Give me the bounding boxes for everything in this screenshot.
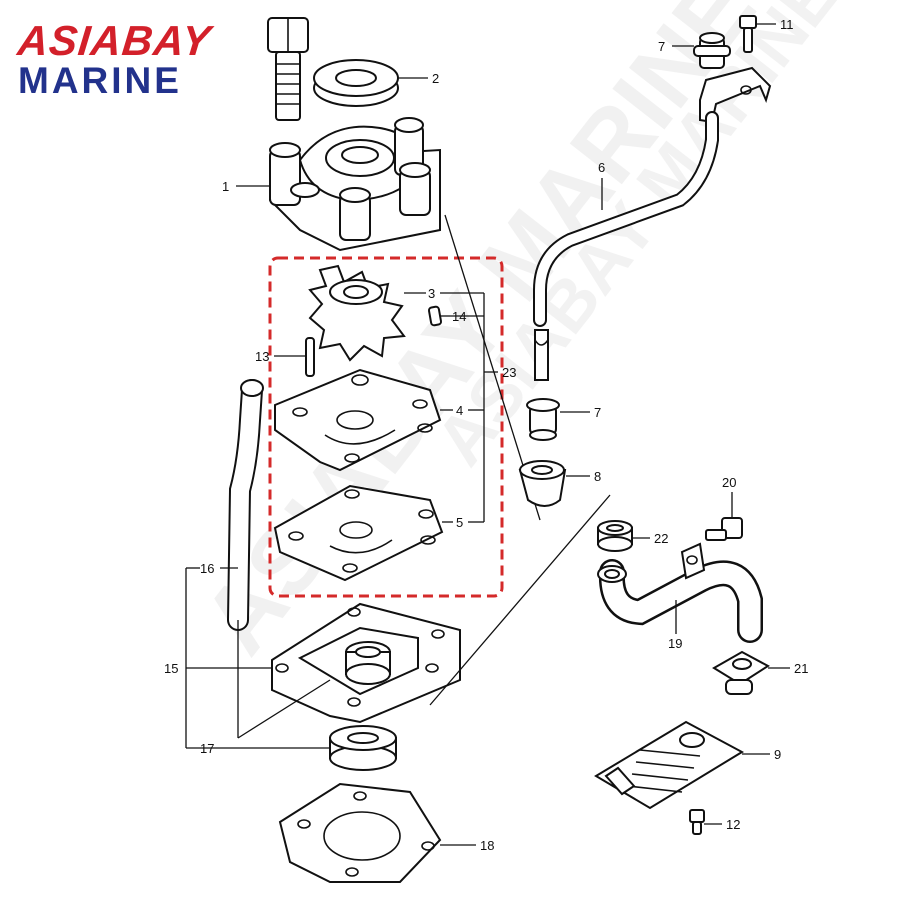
assembly-line-lower-2 [237, 679, 331, 739]
callout-19: 19 [668, 636, 682, 651]
grommet-part-8 [518, 460, 590, 507]
brand-logo-line1: ASIABAY [15, 17, 214, 64]
screw-part-12 [689, 809, 722, 835]
assembly-line-lower [429, 494, 611, 706]
callout-15: 15 [164, 661, 178, 676]
housing-part-15 [186, 602, 461, 724]
brand-logo-line2: MARINE [18, 60, 182, 101]
screw-part-11 [739, 15, 776, 53]
seal-ring-part-2 [313, 59, 428, 107]
gasket-part-5 [273, 484, 453, 582]
grommet-part-7-lower [526, 398, 590, 441]
callout-2: 2 [432, 71, 439, 86]
callout-21: 21 [794, 661, 808, 676]
callout-9: 9 [774, 747, 781, 762]
callout-3: 3 [428, 286, 435, 301]
callout-7-upper: 7 [658, 39, 665, 54]
callout-16: 16 [200, 561, 214, 576]
callout-5: 5 [456, 515, 463, 530]
gasket-part-18 [278, 782, 476, 883]
callout-23: 23 [502, 365, 516, 380]
pump-housing [236, 117, 441, 252]
plate-part-4 [274, 368, 453, 472]
callout-labels: 1 2 3 4 5 6 7 7 8 9 11 12 13 14 15 16 17… [164, 17, 808, 853]
bracket-15-16-17 [185, 567, 200, 748]
callout-7-lower: 7 [594, 405, 601, 420]
bolt-part-20 [705, 492, 743, 541]
callout-20: 20 [722, 475, 736, 490]
callout-12: 12 [726, 817, 740, 832]
seal-part-17 [186, 725, 397, 771]
bolt-part-1 [267, 17, 309, 121]
cap-part-21 [712, 650, 790, 695]
callout-17: 17 [200, 741, 214, 756]
tube-part-6 [533, 66, 772, 381]
callout-1: 1 [222, 179, 229, 194]
pipe-part-19 [597, 542, 763, 643]
callout-4: 4 [456, 403, 463, 418]
bracket-23 [440, 292, 498, 523]
callout-6: 6 [598, 160, 605, 175]
callout-13: 13 [255, 349, 269, 364]
strainer-part-9 [594, 720, 770, 810]
impeller-part-3 [308, 264, 426, 362]
key-part-14 [427, 305, 450, 327]
highlight-box [268, 256, 504, 598]
callout-8: 8 [594, 469, 601, 484]
pin-part-13 [274, 337, 315, 377]
callout-14: 14 [452, 309, 466, 324]
callout-18: 18 [480, 838, 494, 853]
callout-22: 22 [654, 531, 668, 546]
washer-part-22 [597, 520, 650, 552]
callout-11: 11 [780, 17, 794, 32]
grommet-part-7-upper [672, 32, 731, 69]
hose-part-16 [220, 379, 264, 631]
